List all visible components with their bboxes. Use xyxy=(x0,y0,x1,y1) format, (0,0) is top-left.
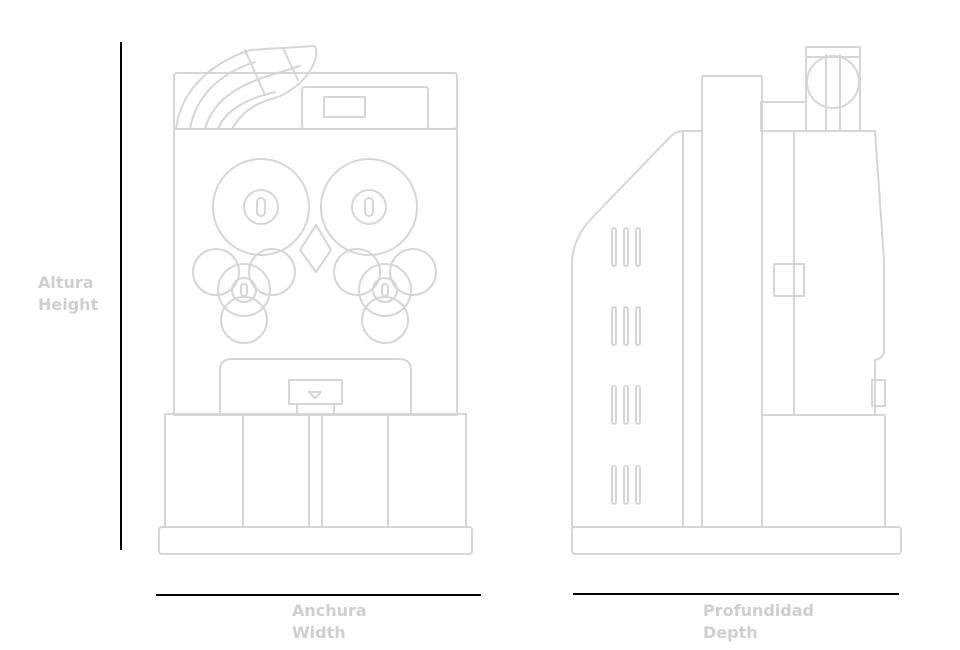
depth-label: Profundidad Depth xyxy=(703,600,814,644)
side-latch xyxy=(773,263,805,297)
right-squeezer xyxy=(333,248,437,344)
left-squeezer xyxy=(192,248,296,344)
side-view xyxy=(571,46,902,555)
center-diamond xyxy=(299,224,332,273)
side-base xyxy=(571,526,902,555)
left-drum-hub xyxy=(243,189,279,225)
left-drum xyxy=(212,158,310,256)
width-label-es: Anchura xyxy=(292,601,367,620)
width-label: Anchura Width xyxy=(292,600,367,644)
side-feeder-frame xyxy=(805,46,861,132)
depth-label-es: Profundidad xyxy=(703,601,814,620)
height-label-en: Height xyxy=(38,295,99,314)
front-view xyxy=(158,45,473,555)
dispenser-tap xyxy=(288,379,343,405)
side-vents xyxy=(611,227,641,505)
side-lower-block xyxy=(761,414,886,528)
height-label-es: Altura xyxy=(38,273,94,292)
right-drum xyxy=(320,158,418,256)
side-feeder-wheel xyxy=(806,55,860,109)
front-base xyxy=(158,526,473,555)
side-column xyxy=(701,75,763,528)
side-rear-housing xyxy=(571,130,703,528)
front-display-window xyxy=(323,96,366,118)
side-front-housing xyxy=(761,130,885,416)
width-label-en: Width xyxy=(292,623,346,642)
depth-label-en: Depth xyxy=(703,623,758,642)
height-label: Altura Height xyxy=(38,272,98,316)
front-lower-cabinet xyxy=(164,413,467,528)
side-tap xyxy=(871,379,886,407)
dispenser-recess xyxy=(219,358,412,416)
feeder-chute-icon xyxy=(175,45,318,130)
right-drum-hub xyxy=(351,189,387,225)
